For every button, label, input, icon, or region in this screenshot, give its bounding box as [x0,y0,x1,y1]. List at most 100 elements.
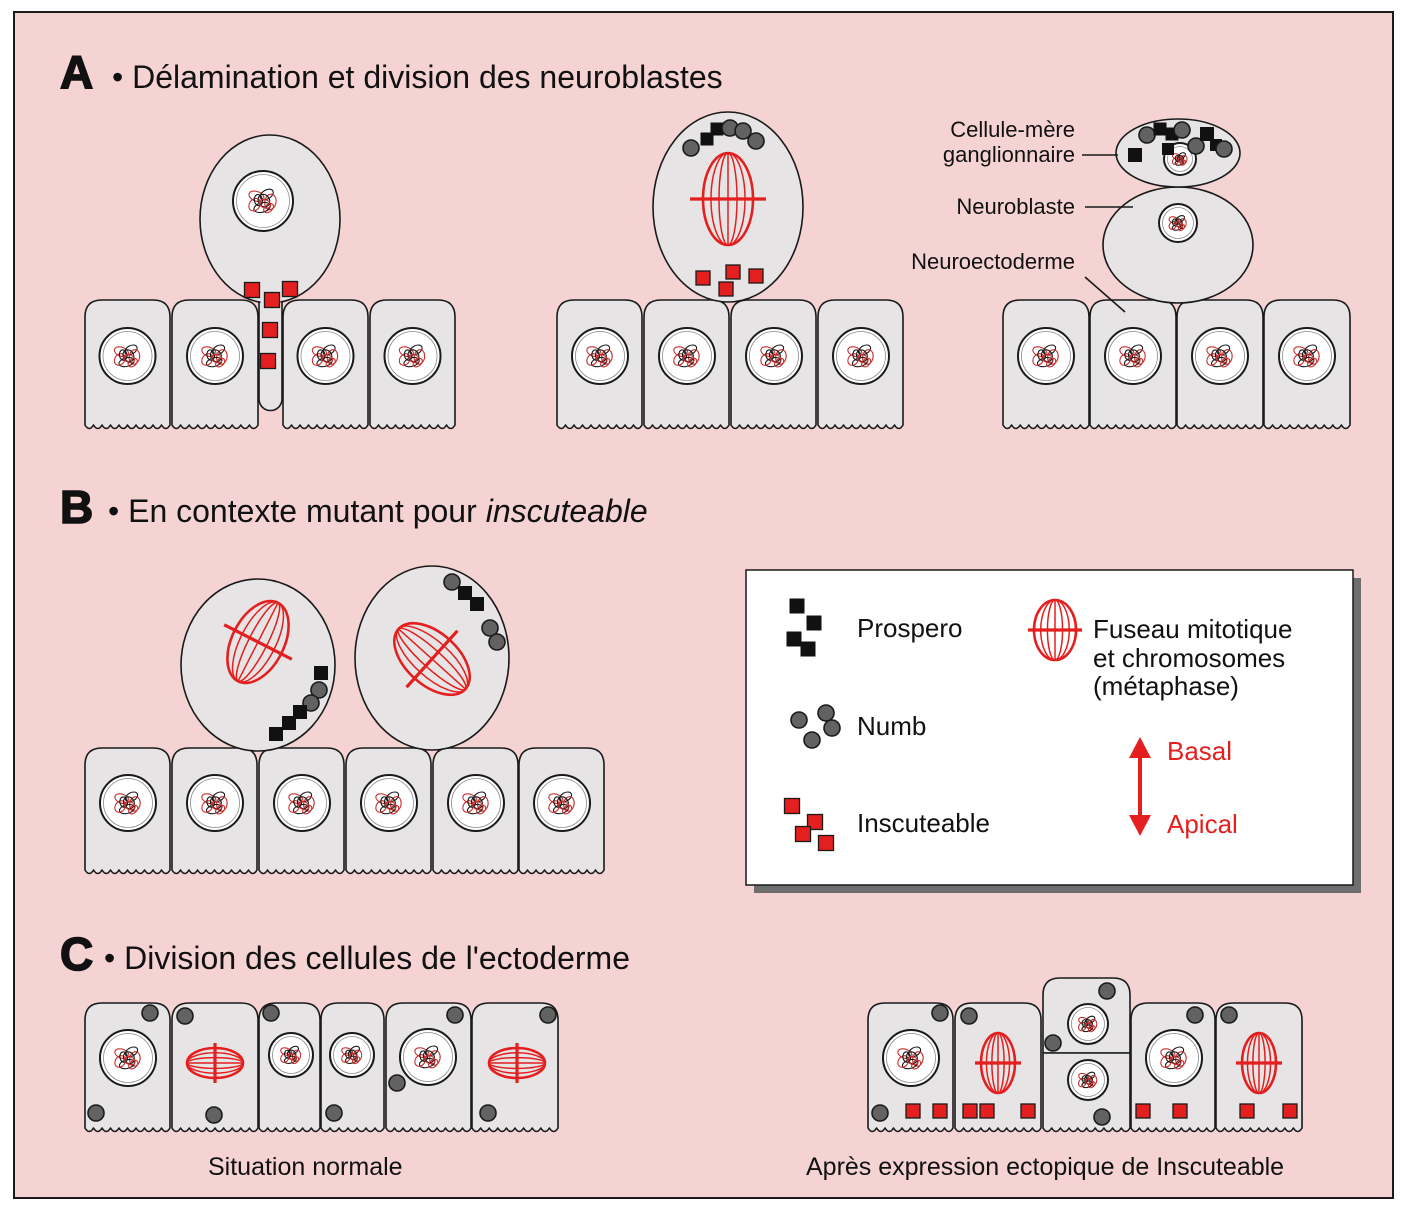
caption-ectopic: Après expression ectopique de Inscuteabl… [806,1153,1284,1181]
chromatin [562,804,573,815]
nuclear-envelope-inner [190,778,240,828]
chromatin [412,357,423,368]
chromatin [215,804,226,815]
chromatin [389,804,400,815]
chromatin [210,800,223,811]
chromatin [687,357,698,368]
chromatin [1084,1078,1094,1086]
inscuteable-marker [259,352,277,370]
chromatin [123,353,136,364]
nuclear-envelope-inner [537,778,587,828]
numb-marker [87,1104,105,1122]
nuclear-envelope-inner [1071,1063,1105,1097]
chromatin [775,349,787,365]
chromatin [774,357,785,368]
inscuteable-marker [1239,1103,1255,1119]
mitotic-spindle [975,1031,1021,1095]
nuclear-envelope-inner [1167,146,1193,172]
numb-legend-icon [790,704,841,749]
numb-marker [817,704,835,722]
nuclear-envelope-inner [190,331,240,381]
prospero-marker [786,631,802,647]
chromatin [769,353,782,364]
chromatin [123,800,136,811]
nucleus [882,1029,940,1087]
prospero-marker [789,598,805,614]
epithelial-cell [471,1002,559,1133]
prospero-marker [1153,122,1167,136]
chromatin [390,796,402,812]
caption-normal: Situation normale [208,1153,403,1181]
inscuteable-marker [979,1103,995,1119]
nucleus [186,327,244,385]
mitotic-spindle [185,1043,245,1083]
chromatin [215,357,226,368]
panel-b-title-text: • En contexte mutant pour [108,493,477,529]
nuclear-envelope-inner [575,331,625,381]
chromatin [1177,224,1186,231]
nuclear-envelope-inner [103,778,153,828]
chromatin [210,353,223,364]
legend-prospero-label: Prospero [857,613,963,643]
nucleus [571,327,629,385]
legend-spindle-label-1: Fuseau mitotique [1093,614,1292,644]
nuclear-envelope-inner [333,1036,371,1074]
numb-marker [1215,140,1233,158]
prospero-marker [458,586,472,600]
panel-b-letter: B [60,481,93,533]
inscuteable-legend-icon [783,797,835,852]
metaphase-plate [223,623,293,661]
apical-arrowhead-icon [1129,815,1151,836]
numb-marker [388,1074,406,1092]
chromatin [595,353,608,364]
numb-marker [262,1004,280,1022]
chromatin [1133,357,1144,368]
panel-a-title: • Délamination et division des neuroblas… [112,59,723,95]
numb-marker [1173,121,1191,139]
inscuteable-marker [1135,1103,1151,1119]
leader-line-neuroectoderm [1084,276,1126,313]
nucleus [268,1032,314,1078]
chromatin [408,353,421,364]
chromatin [906,1055,919,1066]
chromatin [287,1053,298,1061]
nuclear-envelope-inner [1021,331,1071,381]
mitotic-spindle [487,1043,547,1083]
nucleus [329,1032,375,1078]
mitotic-spindle [393,621,471,697]
basal-arrowhead-icon [1129,737,1151,758]
numb-marker [1093,1108,1111,1126]
prospero-marker [710,122,724,136]
chromatin [600,357,611,368]
nuclear-envelope-inner [102,331,153,381]
inscuteable-marker [806,813,824,831]
numb-marker [960,1007,978,1025]
chromatin [258,198,272,209]
chromatin [1174,221,1184,229]
mitotic-spindle [1236,1031,1282,1095]
nuclear-envelope-inner [1108,331,1158,381]
label-gmc-line1: Cellule-mère [950,117,1075,142]
nuclear-envelope-inner [1149,1033,1199,1083]
nuclear-envelope-inner [236,174,290,228]
chromatin [413,349,426,365]
nucleus [832,327,890,385]
inscuteable-marker [725,264,741,280]
nuclear-envelope-inner [1162,207,1194,239]
chromatin [128,1059,139,1070]
inscuteable-marker [748,268,764,284]
chromatin [477,796,489,812]
chromatin [216,349,228,365]
numb-marker [931,1004,949,1022]
nucleus [1145,1029,1203,1087]
chromatin [123,1055,136,1066]
chromatin [384,800,397,811]
prospero-marker [800,641,816,657]
panel-a-drawing [84,111,1351,430]
nucleus [1067,1003,1109,1045]
nuclear-envelope-inner [103,1033,153,1083]
nucleus [273,774,331,832]
chromatin [428,1058,439,1069]
chromatin [557,800,570,811]
numb-marker [1098,982,1116,1000]
